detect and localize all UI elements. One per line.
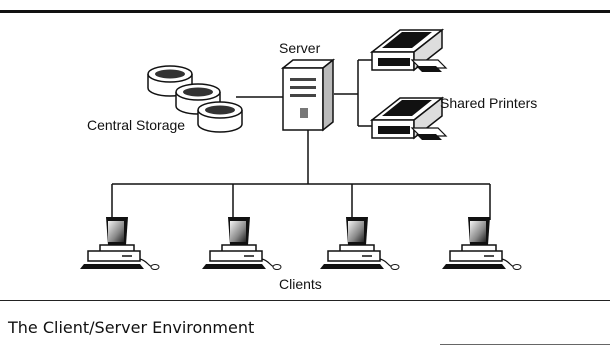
computer-icon bbox=[79, 216, 160, 271]
server-label: Server bbox=[279, 40, 321, 56]
computer-icon bbox=[319, 216, 400, 271]
network-diagram bbox=[79, 29, 522, 271]
network-lines bbox=[111, 59, 491, 220]
bottom-rule bbox=[440, 344, 610, 345]
central-storage-label: Central Storage bbox=[87, 117, 186, 133]
computer-icon bbox=[441, 216, 522, 271]
server-icon bbox=[280, 58, 336, 132]
figure-caption: The Client/Server Environment bbox=[8, 318, 255, 337]
printer-icon bbox=[371, 97, 447, 141]
top-rule bbox=[0, 10, 610, 13]
computer-icon bbox=[201, 216, 282, 271]
shared-printers-label: Shared Printers bbox=[440, 95, 538, 111]
clients-label: Clients bbox=[279, 276, 322, 292]
printer-icon bbox=[371, 29, 447, 73]
disk-icon bbox=[197, 101, 243, 133]
caption-rule bbox=[0, 300, 610, 301]
